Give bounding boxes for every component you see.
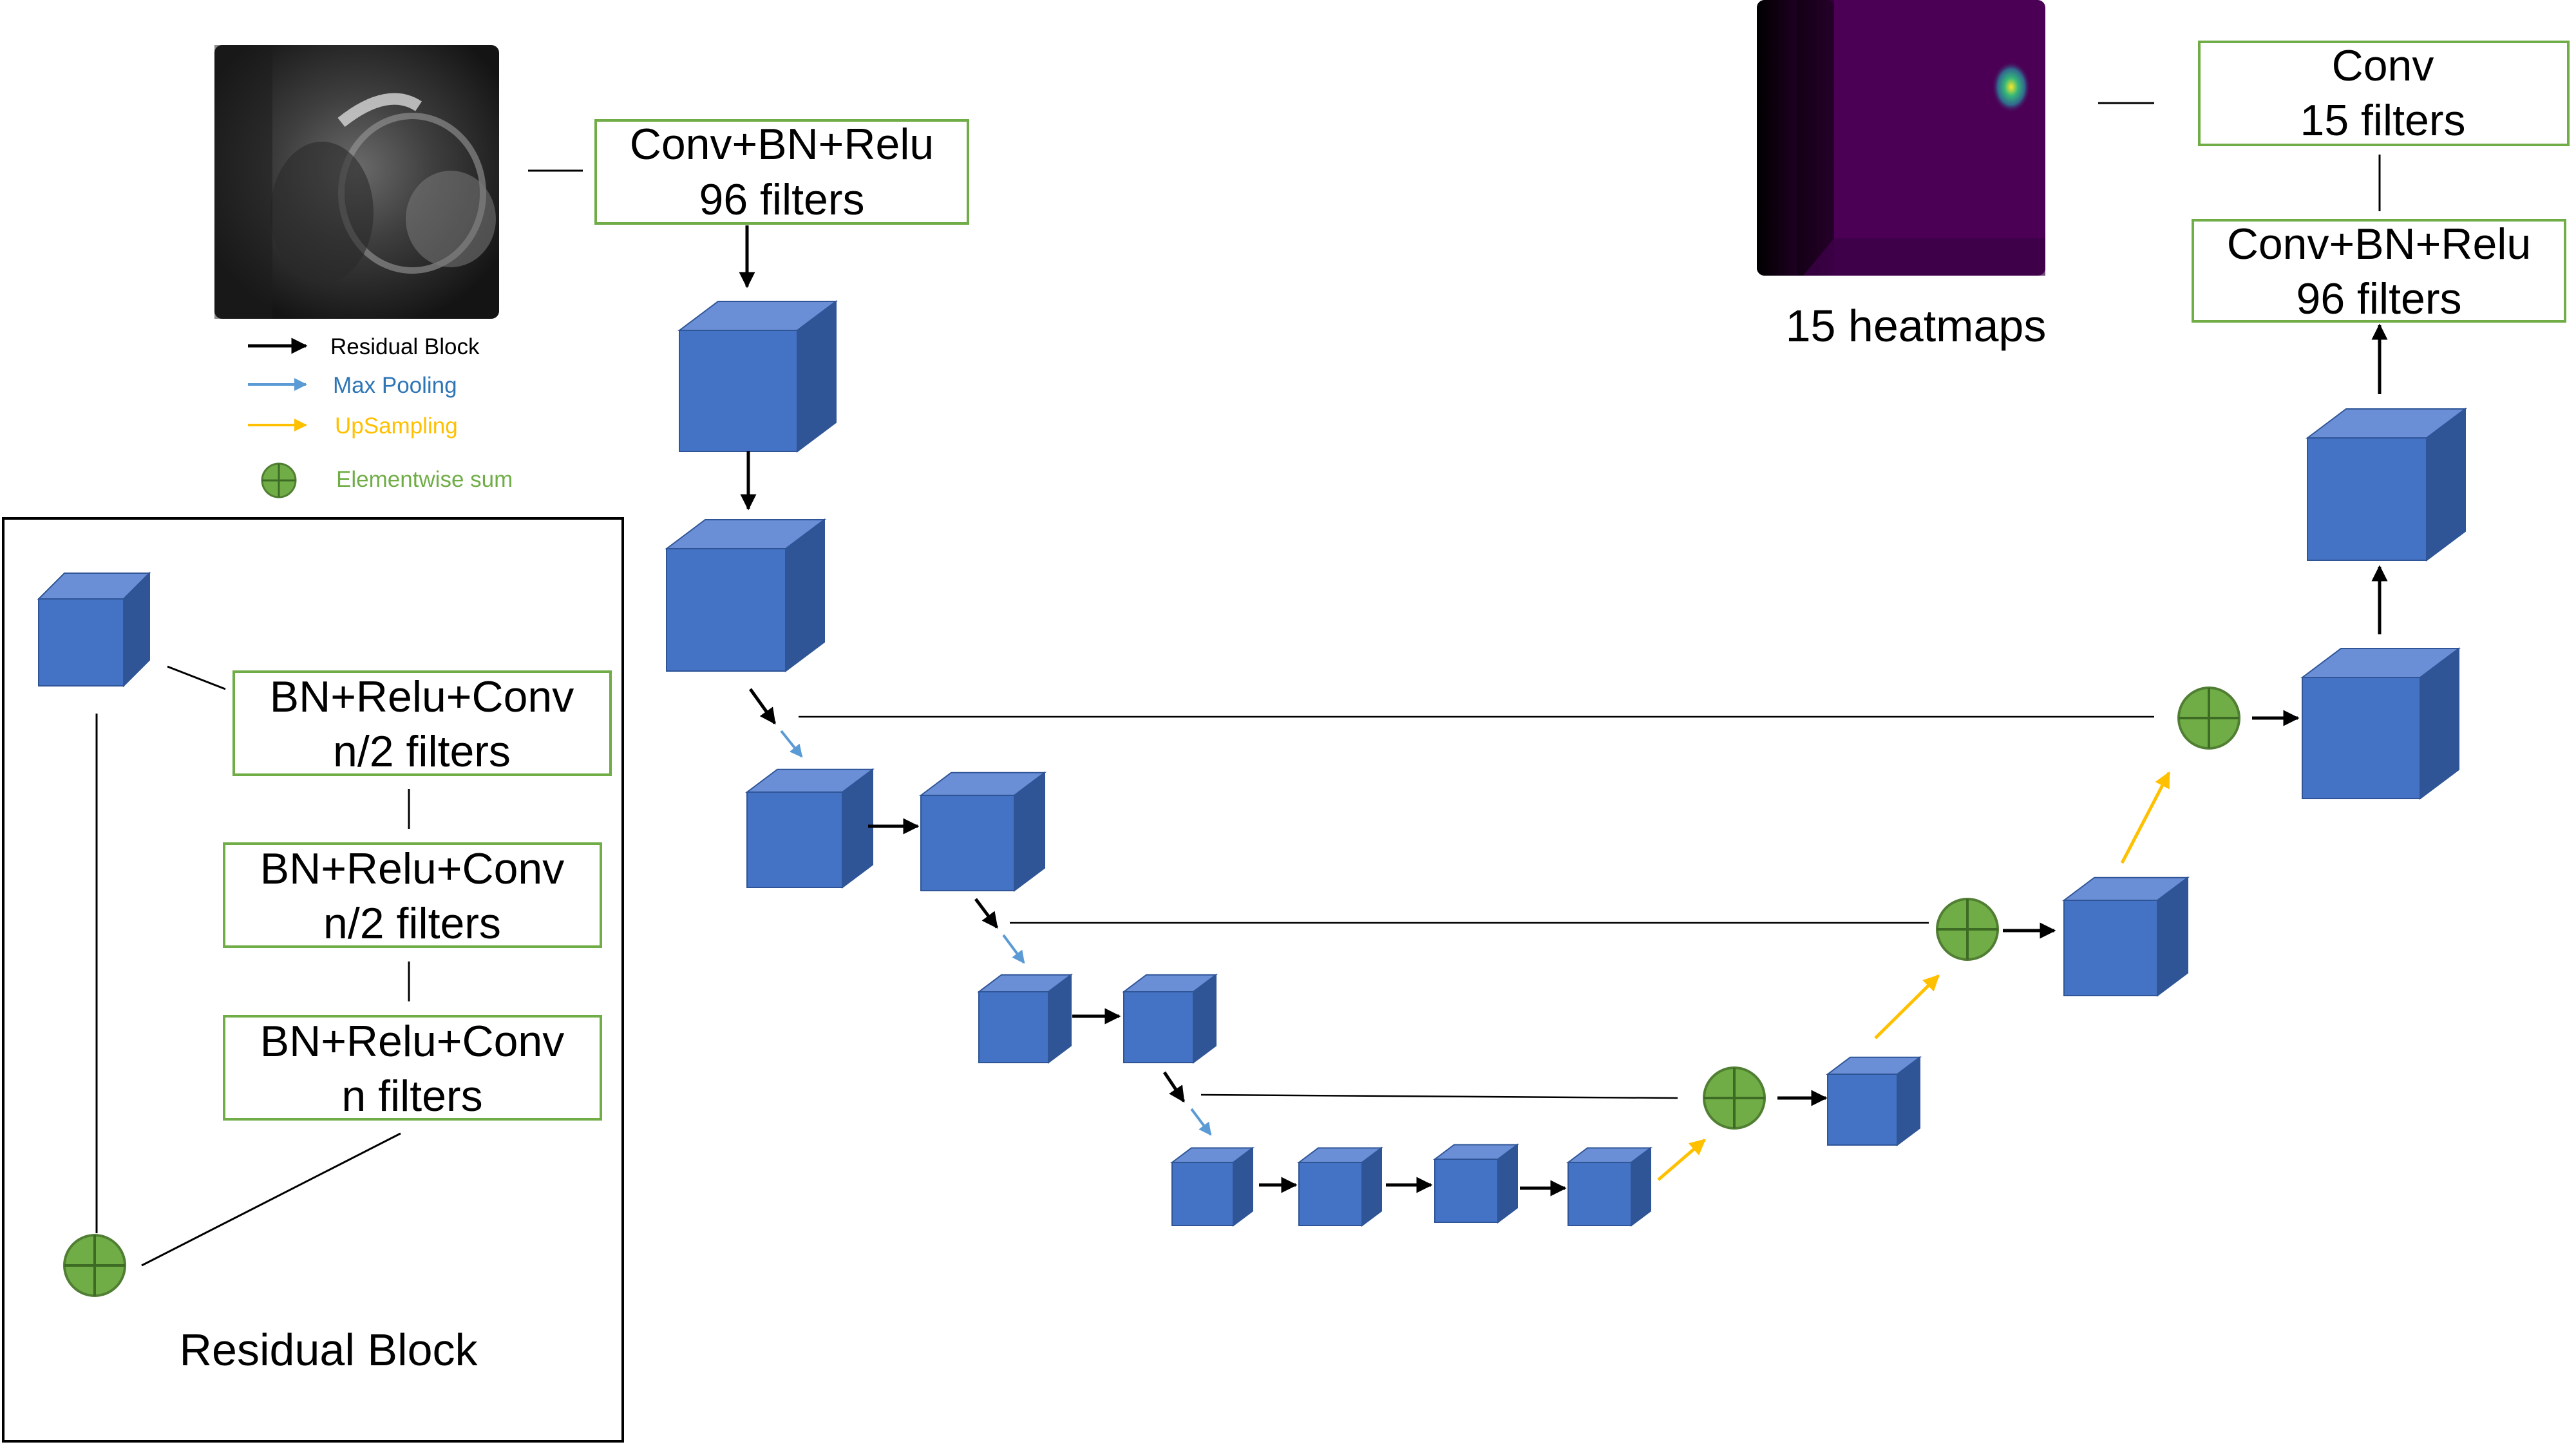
input-conv-line1: Conv+BN+Relu [630, 120, 934, 169]
feature-blocks [665, 300, 2467, 1227]
feature-block-cube [665, 518, 826, 672]
feature-block-cube [2300, 647, 2461, 800]
feature-block-cube [2062, 876, 2190, 997]
final-conv-line1: Conv [2332, 41, 2434, 90]
feature-block-cube [977, 973, 1073, 1064]
residual-layer2-box [223, 842, 602, 948]
input-conv-line2: 96 filters [699, 175, 865, 224]
residual-layer3-line1: BN+Relu+Conv [260, 1017, 564, 1066]
panel-sum-node [63, 1234, 126, 1297]
feature-block-cube [1433, 1143, 1519, 1224]
legend-residual-label: Residual Block [330, 334, 480, 359]
residual-layer1-line1: BN+Relu+Conv [270, 672, 574, 721]
feature-block-cube [1566, 1146, 1653, 1227]
feature-block-cube [1122, 973, 1218, 1064]
feature-block-cube [745, 768, 875, 889]
sum-node [1936, 898, 1999, 961]
feature-block-cube [1826, 1056, 1922, 1146]
input-conv-box: Conv+BN+Relu 96 filters [594, 119, 969, 225]
connector-line [167, 665, 226, 690]
heatmaps-label: 15 heatmaps [1786, 301, 2047, 351]
upsample-arrow [2120, 771, 2171, 864]
residual-block-panel: BN+Relu+Conv n/2 filters BN+Relu+Conv n/… [2, 517, 624, 1443]
residual-layer1-box [232, 670, 612, 776]
heatmap-image [1757, 0, 2045, 276]
feature-block-cube [1170, 1146, 1255, 1227]
maxpool-arrow [780, 730, 803, 758]
arrows [739, 225, 2388, 1197]
maxpool-arrow [1190, 1108, 1212, 1136]
panel-input-cube [37, 571, 151, 688]
legend-sum-label: Elementwise sum [336, 467, 513, 492]
output-conv-box: Conv+BN+Relu 96 filters [2192, 219, 2566, 323]
residual-layer2-line2: n/2 filters [323, 899, 501, 948]
residual-layer3-line2: n filters [341, 1072, 482, 1121]
legend-maxpool-label: Max Pooling [333, 373, 457, 398]
output-conv-line1: Conv+BN+Relu [2227, 220, 2531, 269]
upsample-arrow [1874, 974, 1940, 1039]
residual-panel-title: Residual Block [180, 1325, 478, 1375]
sum-node [1703, 1066, 1766, 1130]
output-conv-line2: 96 filters [2297, 274, 2462, 323]
maxpool-arrow [1002, 934, 1025, 964]
skip-connections [799, 715, 2154, 1099]
upsample-arrow [1657, 1139, 1706, 1181]
final-conv-line2: 15 filters [2300, 96, 2466, 145]
feature-block-cube [677, 300, 838, 453]
residual-layer3-box [223, 1015, 602, 1121]
sum-node [2177, 687, 2240, 750]
legend-sum-icon [261, 462, 297, 498]
residual-layer1-line2: n/2 filters [333, 727, 511, 776]
connector-line [141, 1132, 401, 1267]
residual-layer2-line1: BN+Relu+Conv [260, 844, 564, 893]
skip-connection-line [1200, 1094, 1678, 1099]
residual-arrow [974, 898, 998, 929]
input-mri-image [214, 45, 499, 319]
feature-block-cube [1297, 1146, 1383, 1227]
feature-block-cube [2306, 408, 2467, 562]
residual-arrow [1162, 1071, 1186, 1103]
final-conv-box: Conv 15 filters [2198, 41, 2570, 146]
legend: Residual Block Max Pooling UpSampling El… [248, 334, 513, 498]
legend-upsample-label: UpSampling [335, 413, 458, 439]
feature-block-cube [919, 771, 1046, 892]
residual-arrow [748, 688, 777, 725]
